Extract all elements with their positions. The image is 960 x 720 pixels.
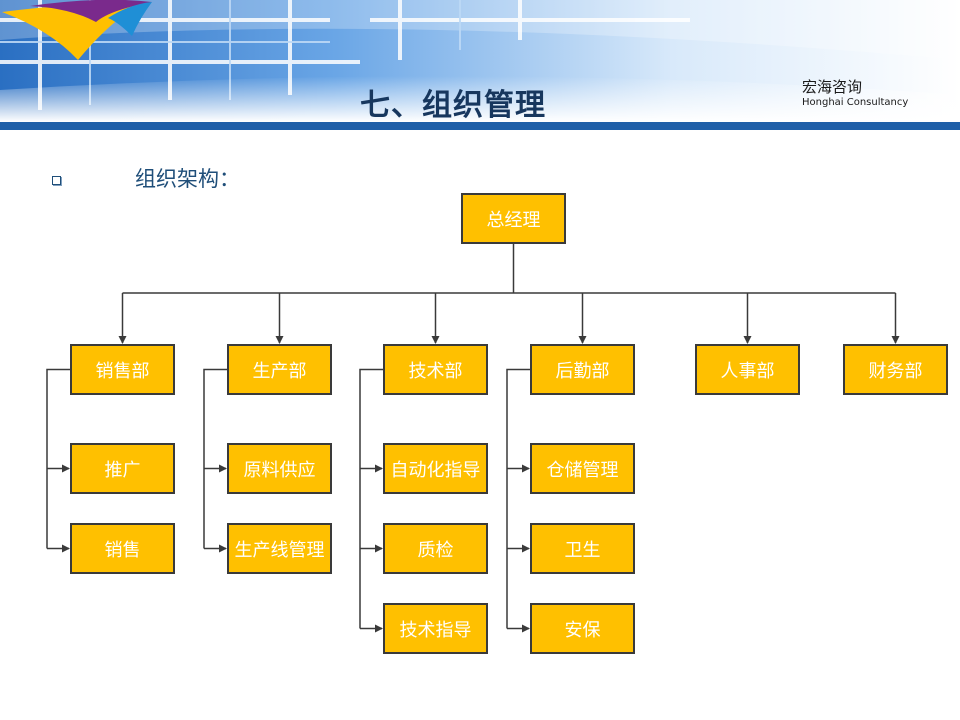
header-band [0, 122, 960, 130]
org-node-department: 销售部 [70, 344, 175, 395]
org-node-unit: 销售 [70, 523, 175, 574]
org-node-unit: 卫生 [530, 523, 635, 574]
org-node-root: 总经理 [461, 193, 566, 244]
org-node-unit: 安保 [530, 603, 635, 654]
connector-department-spine [203, 368, 227, 549]
org-node-department: 财务部 [843, 344, 948, 395]
org-node-unit: 质检 [383, 523, 488, 574]
logo-chinese-name: 宏海咨询 [802, 78, 863, 96]
slide-title: 七、组织管理 [360, 88, 546, 123]
hollow-square-bullet-icon [52, 176, 61, 185]
connector-department-spine [506, 368, 530, 629]
honghai-logo-icon [2, 0, 152, 60]
org-node-unit: 自动化指导 [383, 443, 488, 494]
org-node-department: 生产部 [227, 344, 332, 395]
org-node-unit: 仓储管理 [530, 443, 635, 494]
section-label: 组织架构： [135, 167, 240, 191]
org-node-department: 后勤部 [530, 344, 635, 395]
slide-header: 七、组织管理 宏海咨询 Honghai Consultancy [0, 0, 960, 132]
org-node-department: 人事部 [695, 344, 800, 395]
logo-english-name: Honghai Consultancy [802, 97, 909, 108]
connector-department-spine [46, 368, 70, 549]
org-node-unit: 原料供应 [227, 443, 332, 494]
connector-department-spine [359, 368, 383, 629]
org-node-unit: 技术指导 [383, 603, 488, 654]
org-node-department: 技术部 [383, 344, 488, 395]
org-node-unit: 生产线管理 [227, 523, 332, 574]
org-node-unit: 推广 [70, 443, 175, 494]
header-background [0, 0, 960, 130]
